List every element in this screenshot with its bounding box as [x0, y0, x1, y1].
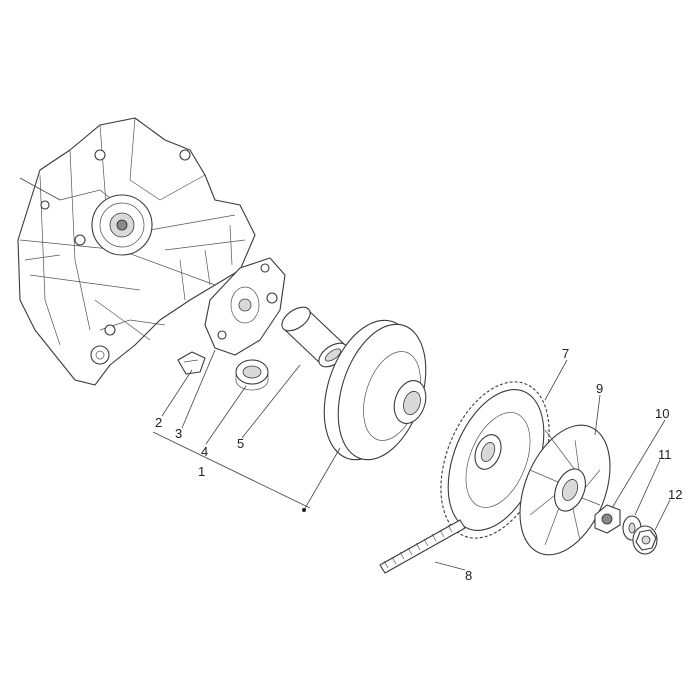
callout-8: 8 [465, 568, 472, 583]
callout-3: 3 [175, 426, 182, 441]
part-1-pulley [323, 319, 427, 461]
callout-labels: 2 3 4 1 5 7 9 10 11 12 8 [155, 346, 682, 583]
callout-11: 11 [658, 447, 672, 462]
callout-1: 1 [198, 464, 205, 479]
part-2-slider [177, 351, 206, 375]
leader-lines [152, 349, 671, 571]
callout-9: 9 [596, 381, 603, 396]
callout-2: 2 [155, 415, 162, 430]
callout-10: 10 [655, 406, 669, 421]
leader-dot [302, 508, 306, 512]
callout-5: 5 [237, 436, 244, 451]
part-4-bushing [235, 359, 269, 391]
crankcase [17, 117, 256, 386]
part-10-nut [594, 504, 621, 534]
callout-4: 4 [201, 444, 208, 459]
callout-7: 7 [562, 346, 569, 361]
part-12-flange-nut [632, 525, 658, 555]
axis-line [19, 177, 61, 201]
part-3-drive-plate [204, 257, 286, 356]
callout-12: 12 [668, 487, 682, 502]
part-8-belt [379, 519, 466, 574]
part-9-fan-pulley [519, 424, 611, 556]
